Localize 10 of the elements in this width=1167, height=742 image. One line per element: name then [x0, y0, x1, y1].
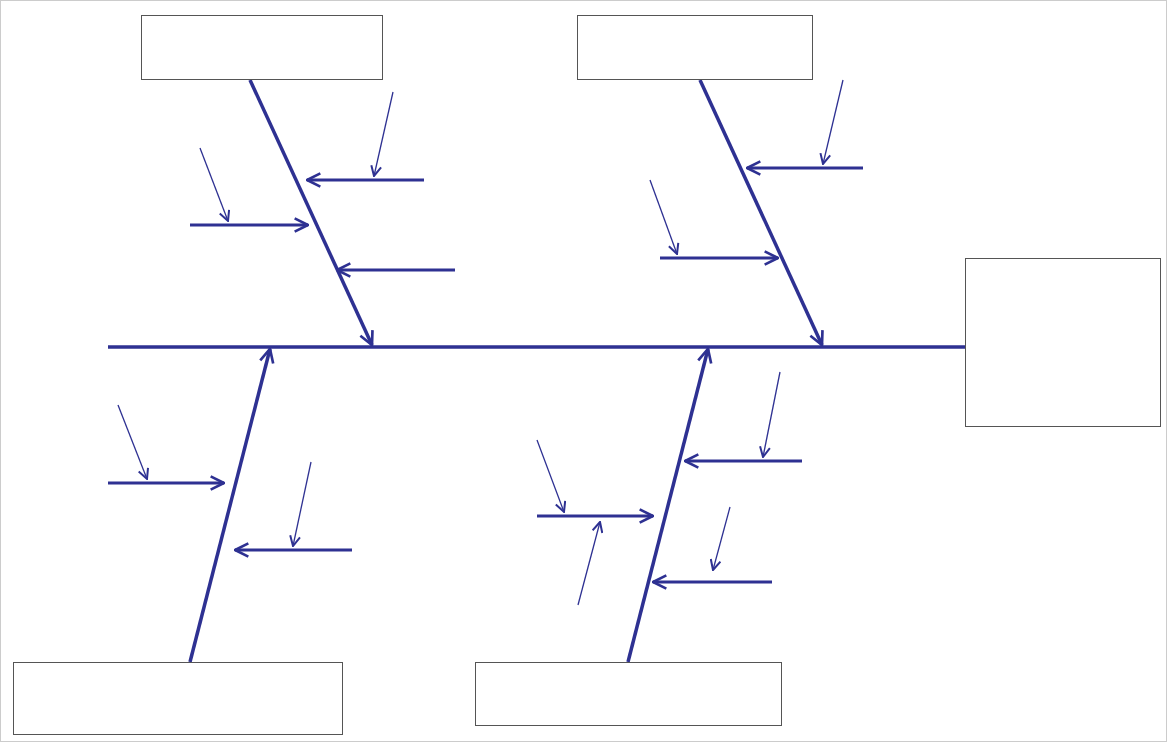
bone-arrow	[698, 79, 824, 347]
bone-arrow	[188, 347, 275, 663]
empty-box	[965, 258, 1161, 427]
empty-box	[13, 662, 343, 735]
empty-box	[141, 15, 383, 80]
bone-arrow	[248, 79, 374, 347]
empty-box	[475, 662, 782, 726]
bone-arrow	[626, 347, 713, 663]
empty-box	[577, 15, 813, 80]
spine-line	[108, 345, 965, 349]
